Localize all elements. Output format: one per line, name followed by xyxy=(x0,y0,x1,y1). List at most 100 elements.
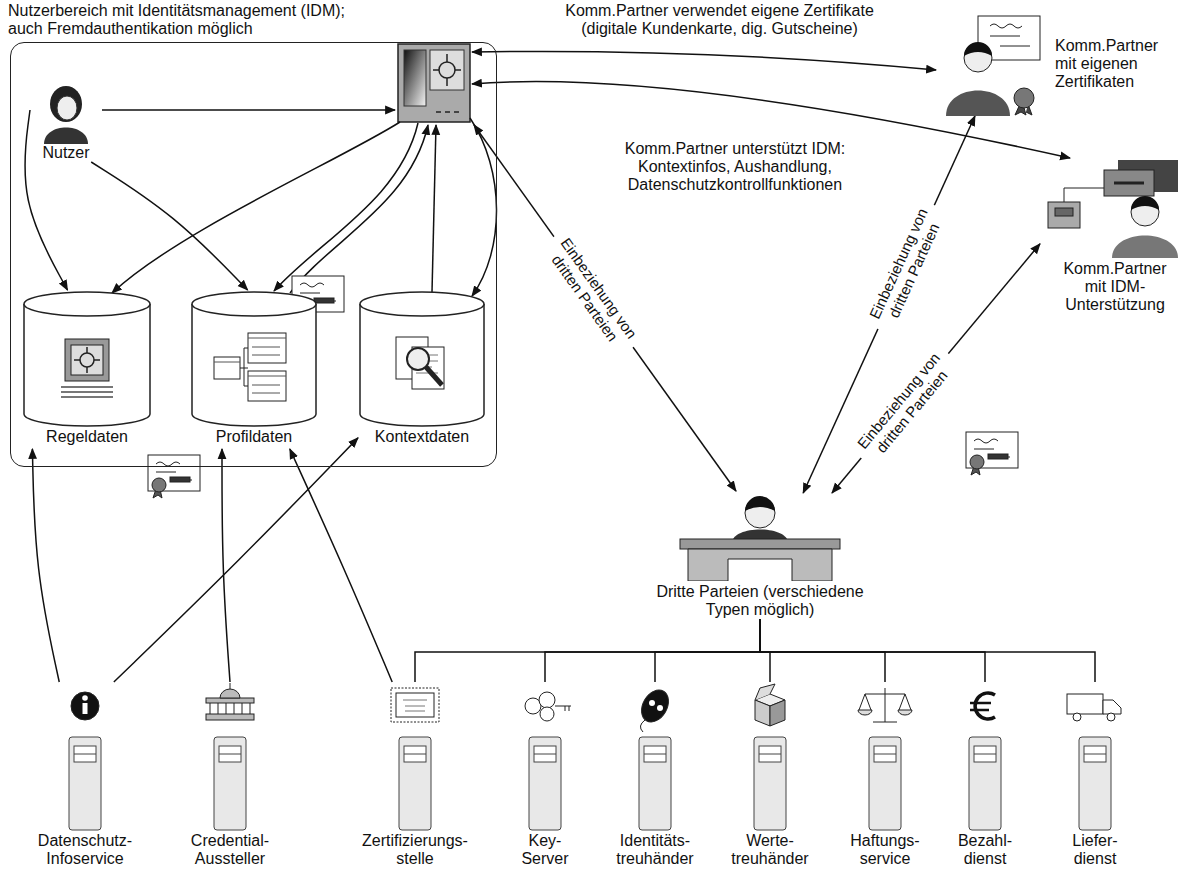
drawing-part xyxy=(636,685,674,726)
area-heading: Nutzerbereich mit Identitätsmanagement (… xyxy=(8,2,368,38)
connector xyxy=(290,449,392,682)
drawing-part xyxy=(404,50,426,106)
drawing-part xyxy=(1104,170,1154,196)
drawing-part xyxy=(1073,713,1081,721)
desk-icon xyxy=(640,493,880,581)
drawing-part xyxy=(874,754,896,755)
drawing-part xyxy=(170,477,190,482)
drawing-part xyxy=(61,339,113,397)
drawing-part xyxy=(975,693,995,719)
drawing-part xyxy=(436,111,459,113)
drawing-part xyxy=(1107,713,1115,721)
drawing-part xyxy=(1079,737,1111,830)
drawing-part xyxy=(404,754,426,755)
drawing-part xyxy=(970,455,984,469)
drawing-part xyxy=(206,714,254,720)
cylinder-shape xyxy=(358,290,486,428)
drawing-part xyxy=(360,292,484,316)
node-label: Identitäts- treuhänder xyxy=(616,832,693,868)
terminal-pillar xyxy=(190,682,270,832)
drawing-part xyxy=(529,737,561,830)
drawing-part xyxy=(432,125,436,292)
drawing-part xyxy=(314,298,334,303)
drawing-part xyxy=(192,292,316,316)
service-terminal: Credential- Aussteller xyxy=(187,682,274,868)
third-party-desk: Dritte Parteien (verschiedene Typen mögl… xyxy=(640,493,880,619)
service-symbols xyxy=(71,683,1121,732)
drawing-part xyxy=(192,304,316,426)
node-label: Haftungs- service xyxy=(850,832,919,868)
drawing-part xyxy=(874,746,896,762)
drawing-part xyxy=(74,754,96,755)
drawing-part xyxy=(360,304,484,426)
user-icon xyxy=(36,82,96,144)
drawing-part xyxy=(657,705,663,711)
service-terminal: Key- Server xyxy=(505,682,585,868)
node-label: Bezahl- dienst xyxy=(958,832,1012,868)
connector xyxy=(91,162,247,290)
drawing-part xyxy=(403,700,427,711)
drawing-part xyxy=(404,746,426,762)
drawing-part xyxy=(770,700,785,726)
node-label: Nutzer xyxy=(30,144,102,162)
drawing-part xyxy=(71,692,99,720)
annotation-text: Komm.Partner unterstützt IDM: Kontextinf… xyxy=(600,140,870,194)
drawing-part xyxy=(539,692,555,708)
drawing-part xyxy=(759,754,781,755)
drawing-part xyxy=(858,688,912,722)
drawing-part xyxy=(152,478,166,492)
node-label: Liefer- dienst xyxy=(1072,832,1117,868)
drawing-part xyxy=(82,695,88,701)
terminal-pillar xyxy=(945,682,1025,832)
cylinder-shape xyxy=(22,290,152,428)
terminal-pillar xyxy=(615,682,695,832)
drawing-part xyxy=(1055,208,1073,216)
node-label: Komm.Partner mit IDM- Unterstützung xyxy=(1055,260,1175,314)
edge-label: Einbeziehung von dritten Parteien xyxy=(863,198,950,336)
service-terminal: Zertifizierungs- stelle xyxy=(358,682,472,868)
drawing-part xyxy=(534,746,556,762)
drawing-part xyxy=(44,128,88,145)
drawing-part xyxy=(148,455,200,498)
connector xyxy=(32,449,59,682)
drawing-part xyxy=(755,700,770,726)
drawing-part xyxy=(74,347,100,373)
drawing-part xyxy=(83,703,88,714)
drawing-part xyxy=(214,333,286,401)
user-area: Nutzerbereich mit Identitätsmanagement (… xyxy=(8,2,500,470)
drawing-part xyxy=(470,118,497,296)
drawing-part xyxy=(754,737,786,830)
drawing-part xyxy=(974,754,996,755)
annotation-text: Komm.Partner verwendet eigene Zertifikat… xyxy=(552,2,887,38)
drawing-part xyxy=(65,339,109,381)
node-label: Komm.Partner mit eigenen Zertifikaten xyxy=(1055,37,1173,91)
drawing-part xyxy=(472,51,936,70)
drawing-part xyxy=(1103,700,1121,714)
drawing-part xyxy=(61,387,113,397)
service-terminal: Liefer- dienst xyxy=(1055,682,1135,868)
connector xyxy=(760,619,885,682)
service-terminal: Haftungs- service xyxy=(845,682,925,868)
node-label: Regeldaten xyxy=(22,428,152,449)
connector xyxy=(760,619,1095,682)
drawing-part xyxy=(964,42,992,56)
user-figure: Nutzer xyxy=(30,82,102,162)
idm-device xyxy=(398,44,470,122)
drawing-part xyxy=(430,50,464,90)
drawing-part xyxy=(1067,694,1103,714)
partner-icon xyxy=(940,12,1045,116)
drawing-part xyxy=(206,683,254,720)
node-label: Profildaten xyxy=(190,428,318,449)
data-store: Regeldaten xyxy=(22,290,152,449)
node-label: Kontextdaten xyxy=(358,428,486,449)
drawing-part xyxy=(391,688,439,722)
partner-icon xyxy=(1040,158,1190,258)
node-label: Credential- Aussteller xyxy=(191,832,269,868)
drawing-part xyxy=(969,737,1001,830)
annotation-text: Einbeziehung von dritten Parteien xyxy=(539,228,645,359)
drawing-part xyxy=(206,698,254,703)
drawing-part xyxy=(230,683,231,689)
drawing-part xyxy=(644,754,666,755)
